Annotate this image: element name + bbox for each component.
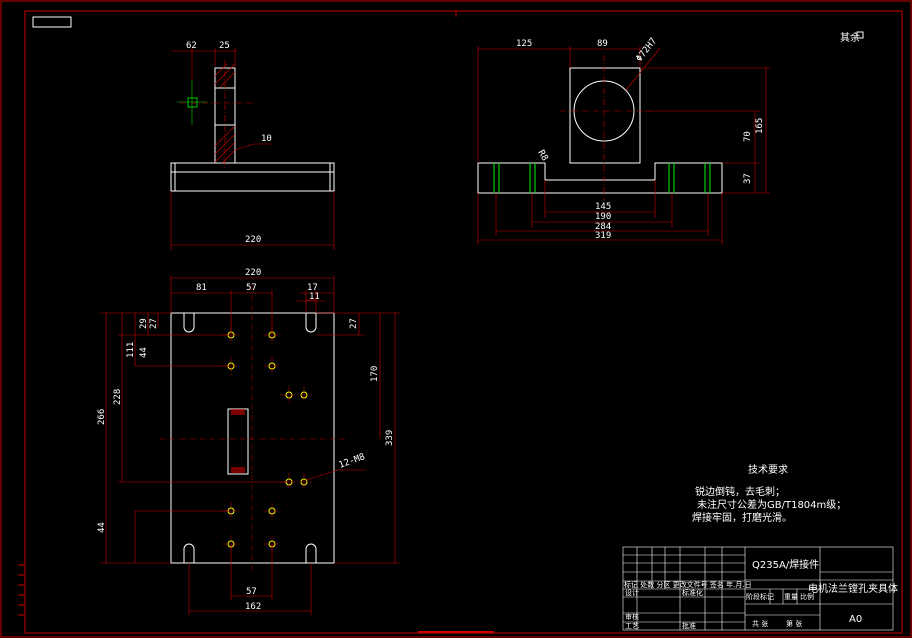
dim-plan-170: 170 xyxy=(370,366,380,382)
dim-side-leader-10: 10 xyxy=(261,134,272,144)
title-material: Q235A/焊接件 xyxy=(752,558,819,571)
dim-front-70: 70 xyxy=(743,131,753,142)
left-scale-marks xyxy=(18,564,24,616)
dim-plan-220: 220 xyxy=(245,268,261,278)
dim-front-319: 319 xyxy=(595,231,611,241)
title-row-weight: 重量 xyxy=(784,593,798,601)
dim-front-190: 190 xyxy=(595,212,611,222)
title-row-approve: 批准 xyxy=(682,621,696,630)
drawing-number-box xyxy=(32,16,72,28)
dim-plan-44b: 44 xyxy=(97,522,107,533)
title-row-sheet-no: 第 张 xyxy=(786,619,802,628)
dim-front-37: 37 xyxy=(743,173,753,184)
dim-plan-holes: 12-M8 xyxy=(338,452,367,471)
dim-front-base-mark: R8 xyxy=(535,149,549,163)
dim-plan-27a: 27 xyxy=(149,318,159,329)
dim-plan-44a: 44 xyxy=(139,347,149,358)
dim-plan-29: 29 xyxy=(139,318,149,329)
dim-side-220: 220 xyxy=(245,235,261,245)
title-header-row: 标记 处数 分区 更改文件号 签名 年.月.日 xyxy=(624,580,752,589)
dim-plan-57: 57 xyxy=(246,283,257,293)
title-row-process: 工艺 xyxy=(625,622,639,630)
tech-req-line-1: 锐边倒钝，去毛刺； xyxy=(695,485,785,498)
dim-plan-162: 162 xyxy=(245,602,261,612)
dim-plan-17: 17 xyxy=(307,283,318,293)
tech-req-line-2: 未注尺寸公差为GB/T1804m级； xyxy=(697,498,846,511)
title-drawing-name: 电机法兰镗孔夹具体 xyxy=(808,582,898,595)
title-row-standardize: 标准化 xyxy=(682,588,703,597)
roughness-symbol-icon xyxy=(856,31,864,39)
dim-plan-11: 11 xyxy=(309,292,320,302)
plan-view: 220 81 57 17 11 266 228 111 44 29 27 44 xyxy=(97,268,400,615)
title-row-design: 设计 xyxy=(625,588,639,597)
dim-front-284: 284 xyxy=(595,222,611,232)
roughness-note: 其余 xyxy=(840,31,860,44)
tech-req-heading: 技术要求 xyxy=(748,463,788,476)
dim-front-125: 125 xyxy=(516,39,532,49)
title-row-review: 审核 xyxy=(625,612,639,621)
title-row-total: 共 张 xyxy=(752,619,768,628)
tech-req-line-3: 焊接牢固，打磨光滑。 xyxy=(692,511,792,524)
dim-front-165: 165 xyxy=(755,118,765,134)
dim-plan-228: 228 xyxy=(113,389,123,405)
dim-front-bore: Φ72H7 xyxy=(634,36,659,64)
dim-plan-111: 111 xyxy=(126,342,136,358)
dim-plan-266: 266 xyxy=(97,409,107,425)
dim-plan-81: 81 xyxy=(196,283,207,293)
side-view: 62 25 10 220 xyxy=(170,41,335,250)
title-row-scale: 比例 xyxy=(800,592,814,601)
front-view: 125 89 Φ72H7 R8 70 165 37 145 190 284 31… xyxy=(477,36,770,245)
dim-front-145: 145 xyxy=(595,202,611,212)
title-sheet-size: A0 xyxy=(849,614,862,625)
title-row-stage: 阶段标记 xyxy=(746,592,774,601)
technical-requirements: 技术要求 锐边倒钝，去毛刺； 未注尺寸公差为GB/T1804m级； 焊接牢固，打… xyxy=(692,463,846,524)
title-block xyxy=(622,546,894,631)
dim-plan-57b: 57 xyxy=(246,587,257,597)
dim-plan-339: 339 xyxy=(385,430,395,446)
dim-side-25: 25 xyxy=(219,41,230,51)
dim-side-62: 62 xyxy=(186,41,197,51)
dim-front-89: 89 xyxy=(597,39,608,49)
dim-plan-27b: 27 xyxy=(349,318,359,329)
